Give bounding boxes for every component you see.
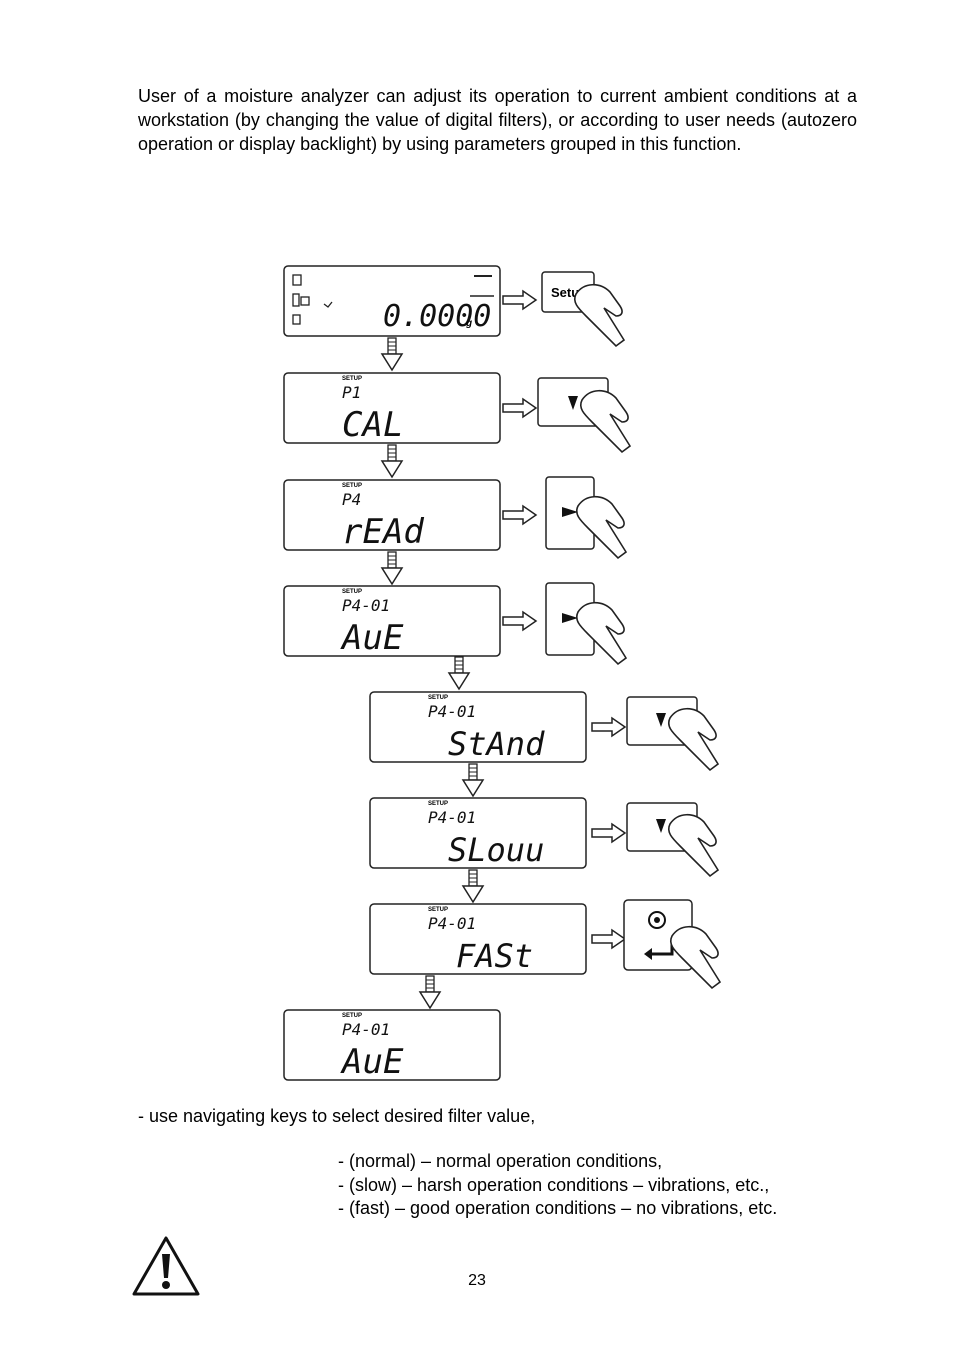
- screen-p4-01-stand: SETUP P4-01 StAnd: [369, 691, 587, 763]
- screen-p4-01-slow: SETUP P4-01 SLouu: [369, 797, 587, 869]
- setup-indicator: SETUP: [342, 589, 362, 595]
- setup-indicator: SETUP: [342, 1013, 362, 1019]
- parameter-value: AuE: [340, 618, 404, 658]
- right-key[interactable]: [545, 476, 627, 559]
- warning-triangle-icon: [132, 1236, 200, 1296]
- parameter-code: P4-01: [342, 1020, 390, 1039]
- screen-p4-read: SETUP P4 rEAd: [283, 479, 501, 552]
- page-number: 23: [468, 1272, 486, 1289]
- parameter-code: P1: [342, 383, 361, 402]
- parameter-code: P4-01: [428, 808, 476, 827]
- weight-unit: g: [465, 318, 472, 329]
- setup-indicator: SETUP: [428, 695, 448, 701]
- option-normal: - (normal) – normal operation conditions…: [338, 1151, 663, 1171]
- right-key[interactable]: [545, 582, 627, 665]
- down-triangle-icon: [656, 713, 666, 727]
- screen-p4-01-aue: SETUP P4-01 AuE: [283, 585, 501, 658]
- setup-indicator: SETUP: [428, 907, 448, 913]
- parameter-code: P4-01: [428, 702, 476, 721]
- parameter-value: rEAd: [342, 512, 424, 552]
- parameter-value: CAL: [342, 405, 403, 445]
- down-key[interactable]: [626, 802, 719, 877]
- option-fast: - (fast) – good operation conditions – n…: [338, 1198, 778, 1218]
- intro-paragraph: User of a moisture analyzer can adjust i…: [138, 86, 857, 154]
- filter-options-list: - (normal) – normal operation conditions…: [338, 1150, 777, 1221]
- screen-p1-cal: SETUP P1 CAL: [283, 372, 501, 445]
- parameter-code: P4: [342, 490, 361, 509]
- screen-p4-01-aue-final: SETUP P4-01 AuE: [283, 1009, 501, 1082]
- down-triangle-icon: [568, 396, 578, 410]
- weighing-display-screen: 0.0000 g: [283, 265, 501, 337]
- status-icons: [292, 274, 333, 325]
- instruction-line: - use navigating keys to select desired …: [138, 1106, 536, 1126]
- option-slow: - (slow) – harsh operation conditions – …: [338, 1174, 770, 1195]
- parameter-value: StAnd: [448, 725, 545, 763]
- setup-indicator: SETUP: [342, 376, 362, 382]
- parameter-code: P4-01: [342, 596, 390, 615]
- down-key[interactable]: [537, 377, 631, 453]
- setup-key[interactable]: Setup: [541, 271, 625, 347]
- weight-readout: 0.0000: [383, 299, 491, 334]
- down-key[interactable]: [626, 696, 719, 771]
- down-triangle-icon: [656, 819, 666, 833]
- right-triangle-icon: [562, 613, 578, 623]
- screen-p4-01-fast: SETUP P4-01 FASt: [369, 903, 587, 975]
- parameter-value: AuE: [340, 1042, 404, 1082]
- parameter-value: FASt: [456, 937, 533, 975]
- setup-indicator: SETUP: [342, 483, 362, 489]
- right-triangle-icon: [562, 507, 578, 517]
- parameter-code: P4-01: [428, 914, 476, 933]
- parameter-value: SLouu: [448, 831, 544, 869]
- enter-key[interactable]: [623, 899, 721, 989]
- setup-indicator: SETUP: [428, 801, 448, 807]
